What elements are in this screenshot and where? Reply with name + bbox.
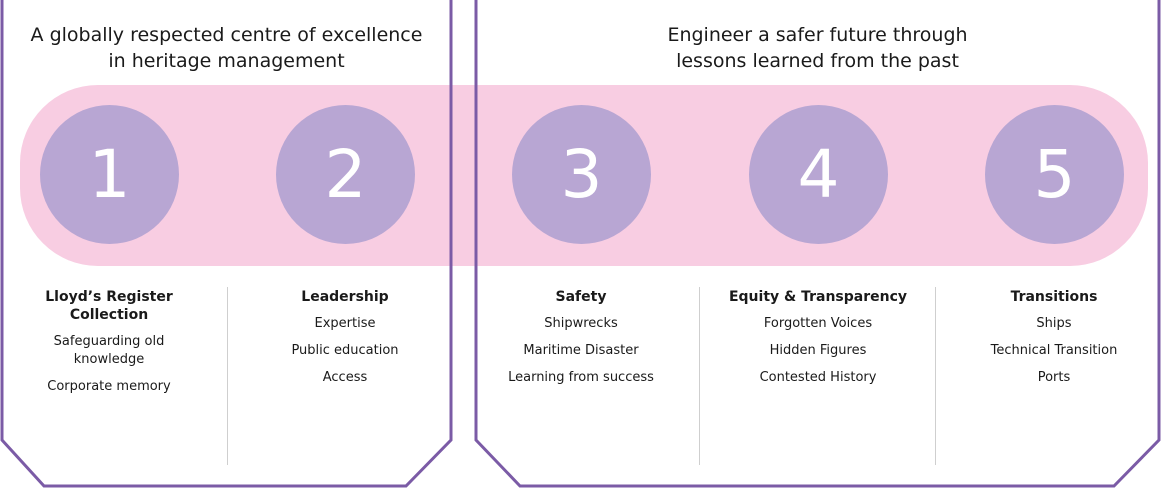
left-panel-border [0, 0, 453, 488]
step-1-heading-line1: Lloyd’s Register [45, 289, 173, 305]
divider-3-4 [699, 287, 700, 465]
step-2-number: 2 [324, 136, 367, 213]
left-panel-title-line2: in heritage management [108, 50, 345, 72]
step-1-items: Safeguarding old knowledge Corporate mem… [9, 333, 209, 396]
step-3-column: Safety Shipwrecks Maritime Disaster Lear… [481, 288, 681, 396]
step-4-items: Forgotten Voices Hidden Figures Conteste… [718, 315, 918, 387]
divider-1-2 [227, 287, 228, 465]
step-5-circle: 5 [985, 105, 1124, 244]
step-3-circle: 3 [512, 105, 651, 244]
list-item: Expertise [314, 316, 376, 331]
list-item: Shipwrecks [544, 316, 618, 331]
step-5-heading: Transitions [1010, 289, 1098, 305]
right-panel-title: Engineer a safer future through lessons … [476, 22, 1159, 74]
step-4-column: Equity & Transparency Forgotten Voices H… [718, 288, 918, 396]
step-5-number: 5 [1033, 136, 1076, 213]
list-item: Forgotten Voices [763, 316, 873, 331]
step-5-column: Transitions Ships Technical Transition P… [954, 288, 1154, 396]
step-5-items: Ships Technical Transition Ports [954, 315, 1154, 387]
list-item: Hidden Figures [769, 343, 867, 358]
right-panel-border [474, 0, 1161, 488]
step-4-circle: 4 [749, 105, 888, 244]
right-panel-title-line1: Engineer a safer future through [667, 24, 968, 46]
list-item: Maritime Disaster [523, 343, 639, 358]
step-2-heading: Leadership [301, 289, 389, 305]
step-1-column: Lloyd’s Register Collection Safeguarding… [9, 288, 209, 405]
step-3-heading: Safety [555, 289, 607, 305]
left-panel-title: A globally respected centre of excellenc… [2, 22, 451, 74]
list-item: Contested History [759, 370, 877, 385]
list-item: Technical Transition [990, 343, 1118, 358]
step-2-circle: 2 [276, 105, 415, 244]
step-1-heading: Lloyd’s Register Collection [9, 288, 209, 324]
step-1-circle: 1 [40, 105, 179, 244]
step-1-number: 1 [88, 136, 131, 213]
step-2-items: Expertise Public education Access [245, 315, 445, 387]
list-item: Public education [291, 343, 399, 358]
step-2-column: Leadership Expertise Public education Ac… [245, 288, 445, 396]
list-item: Ships [1036, 316, 1072, 331]
step-3-number: 3 [560, 136, 603, 213]
list-item: Access [322, 370, 368, 385]
list-item: Learning from success [508, 370, 654, 385]
step-4-number: 4 [797, 136, 840, 213]
step-1-heading-line2: Collection [69, 307, 149, 323]
step-4-heading: Equity & Transparency [728, 289, 908, 305]
step-3-items: Shipwrecks Maritime Disaster Learning fr… [481, 315, 681, 387]
left-panel-title-line1: A globally respected centre of excellenc… [30, 24, 423, 46]
divider-4-5 [935, 287, 936, 465]
right-panel-title-line2: lessons learned from the past [676, 50, 959, 72]
list-item: Safeguarding old knowledge [53, 334, 165, 367]
list-item: Ports [1037, 370, 1071, 385]
list-item: Corporate memory [47, 379, 171, 394]
